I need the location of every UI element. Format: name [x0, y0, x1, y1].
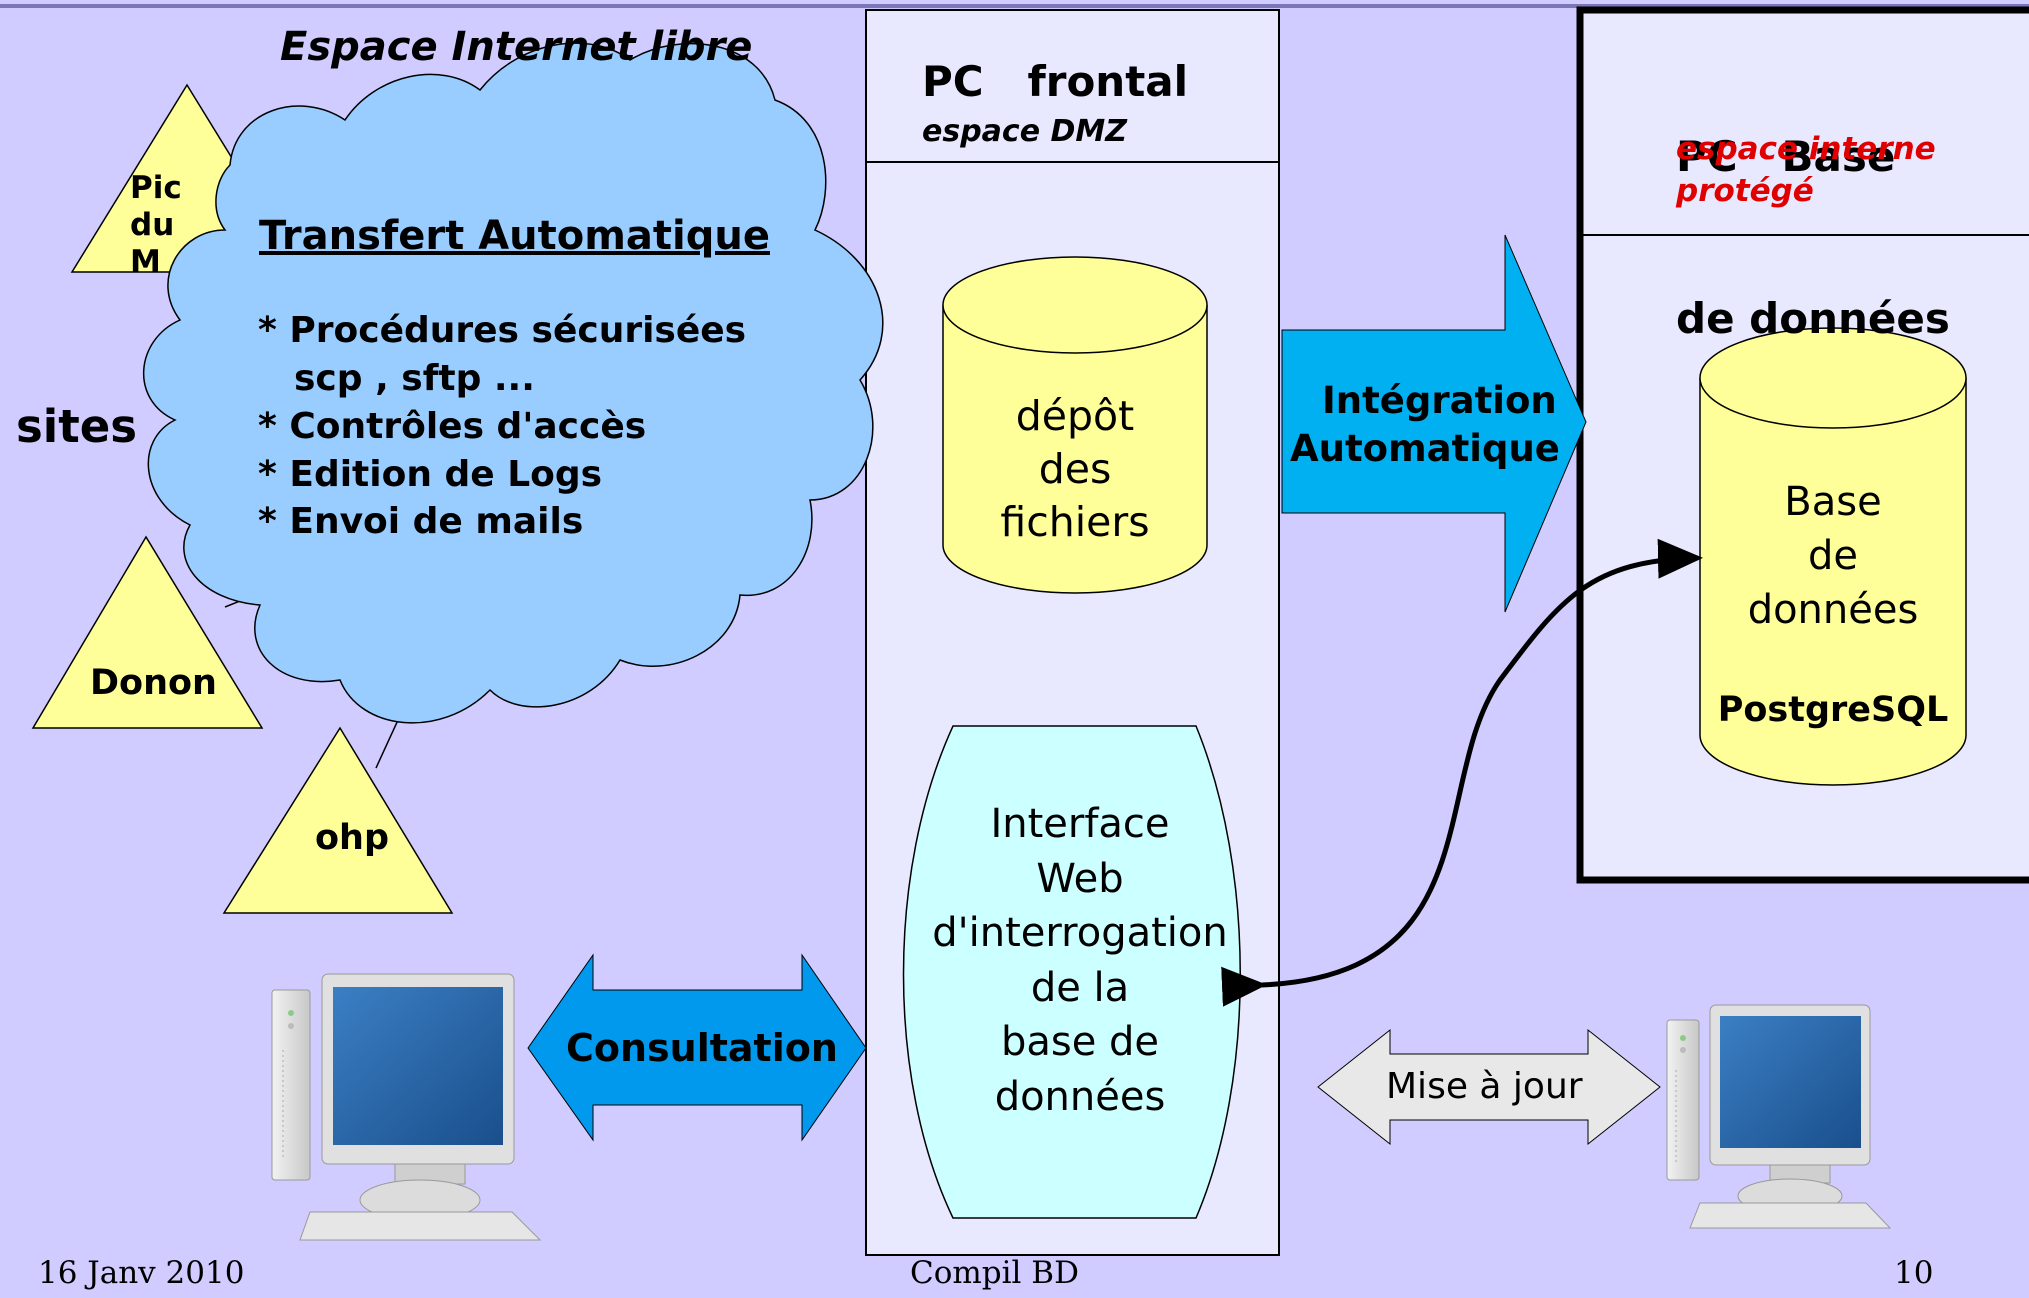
web-interface-label: Interface Web d'interrogation de la base… [920, 797, 1240, 1124]
database-engine-label: PostgreSQL [1717, 690, 1949, 730]
transfer-cloud [142, 42, 884, 724]
client-computer-icon [271, 973, 542, 1241]
free-zone-title: Espace Internet libre [280, 24, 753, 70]
frontend-title: PC frontal [922, 57, 1189, 106]
database-cylinder [1699, 327, 1967, 786]
database-line-2: de [1808, 533, 1858, 579]
database-line-1: Base [1784, 479, 1882, 525]
admin-computer-icon [1666, 1004, 1892, 1229]
interface-line-2: Web [1036, 855, 1124, 902]
site-triangle-ohp [222, 726, 454, 914]
cloud-line-mails: * Envoi de mails [258, 501, 584, 542]
site-label-ohp: ohp [315, 818, 390, 858]
interface-line-3: d'interrogation [932, 910, 1228, 956]
site-label-pic: Pic du M [130, 170, 182, 281]
cloud-title: Transfert Automatique [259, 213, 770, 259]
cloud-line-access: * Contrôles d'accès [258, 406, 647, 447]
depot-line-3: fichiers [1000, 498, 1150, 546]
footer-title: Compil BD [910, 1255, 1079, 1291]
consultation-arrow [527, 953, 867, 1142]
cloud-line-secure: * Procédures sécurisées [258, 310, 747, 351]
footer-page-number: 10 [1894, 1255, 1934, 1291]
site-link-ohp [375, 719, 399, 769]
database-line-3: données [1747, 587, 1919, 633]
depot-line-2: des [1038, 445, 1112, 493]
frontend-subtitle: espace DMZ [922, 114, 1128, 149]
interface-line-4: de la [1030, 964, 1130, 1011]
site-triangle-donon [31, 535, 264, 729]
consultation-label: Consultation [566, 1026, 838, 1070]
footer-date: 16 Janv 2010 [38, 1255, 245, 1291]
cloud-line-logs: * Edition de Logs [258, 454, 603, 495]
update-arrow [1317, 1028, 1661, 1146]
database-pc-subtitle-line-1: espace interne [1676, 131, 1936, 167]
db-interface-connector [1221, 538, 1703, 1007]
interface-line-6: données [994, 1073, 1166, 1120]
database-pc-title: PC Base de données [1676, 22, 1950, 400]
database-label: Base de données [1708, 475, 1958, 637]
integration-line-2: Automatique [1290, 427, 1560, 470]
interface-line-1: Interface [990, 801, 1170, 847]
integration-arrow [1281, 234, 1587, 613]
sites-label: sites [16, 400, 138, 453]
interface-line-5: base de [1000, 1019, 1160, 1065]
database-pc-title-line-1: PC Base [1676, 132, 1896, 181]
depot-line-1: dépôt [1015, 392, 1135, 440]
integration-line-1: Intégration [1322, 379, 1557, 422]
database-pc-title-line-2: de données [1676, 294, 1950, 343]
cloud-line-protocols: scp , sftp ... [294, 358, 535, 399]
update-label: Mise à jour [1386, 1066, 1583, 1107]
depot-label: dépôt des fichiers [975, 390, 1175, 549]
site-label-donon: Donon [90, 663, 217, 703]
database-pc-subtitle: espace interne protégé [1676, 128, 1936, 212]
database-pc-subtitle-line-2: protégé [1676, 173, 1814, 209]
depot-cylinder [942, 256, 1208, 594]
